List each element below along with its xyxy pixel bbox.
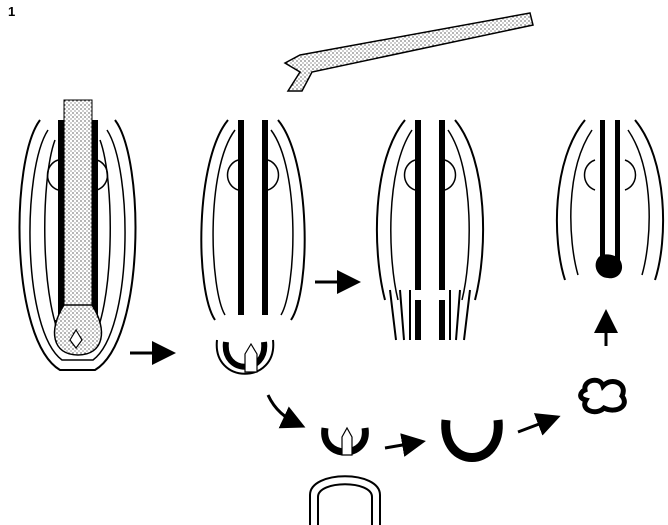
arrow-holder-to-cup [385,442,420,448]
panel-follicle-trimmed [377,120,483,340]
process-arrows [130,282,606,448]
panel-bulb-separating [201,120,304,320]
bulb-holder-icon [310,428,380,525]
hair-shaft-icon [285,13,533,91]
arrow-cup-to-clump [518,418,555,432]
panel-intact-follicle [20,100,136,370]
bulb-cup-icon [217,340,274,374]
panel-follicle-recombined [557,120,663,280]
u-cup-icon [446,420,499,458]
tissue-clump-icon [581,380,625,411]
arrow-bulb-to-holder [268,395,300,425]
